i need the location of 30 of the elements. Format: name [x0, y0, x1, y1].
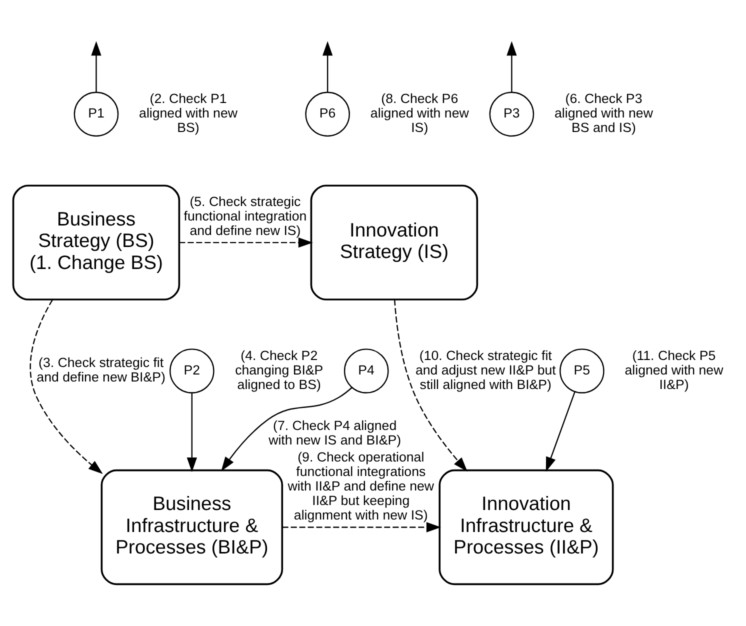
node-label: (2. Check P1 aligned with new BS) — [139, 91, 238, 136]
arrow — [186, 392, 197, 472]
edge-label: (3. Check strategic fit and define new BI&P) — [36, 355, 166, 385]
arrow — [506, 41, 517, 92]
arrow — [394, 300, 468, 472]
edge-label: (5. Check strategic functional integration and define new IS) — [184, 194, 307, 238]
node-circle: P3 — [489, 92, 534, 137]
edge-label: (9. Check operational functional integrations with II&P and define new II&P but keeping alignment with new IS) — [288, 450, 434, 523]
node-box: Business Strategy (BS) (1. Change BS) — [12, 184, 180, 300]
edge-label: (7. Check P4 aligned with new IS and BI&P) — [268, 418, 402, 448]
arrow — [179, 237, 313, 248]
arrow — [91, 41, 102, 92]
arrow — [322, 41, 333, 92]
arrow — [546, 391, 576, 472]
node-circle: P6 — [305, 92, 350, 137]
node-box: Innovation Infrastructure & Processes (II&P) — [438, 469, 614, 586]
node-circle: P4 — [344, 348, 389, 394]
arrow — [221, 387, 352, 472]
arrow — [282, 522, 441, 532]
node-label: (6. Check P3 aligned with new BS and IS) — [554, 91, 653, 136]
node-box: Innovation Strategy (IS) — [310, 184, 478, 300]
node-circle: P5 — [560, 348, 604, 394]
node-circle: P1 — [74, 92, 119, 137]
node-label: (4. Check P2 changing BI&P aligned to BS) — [235, 348, 324, 392]
node-box: Business Infrastructure & Processes (BI&P) — [100, 469, 284, 586]
node-label: (8. Check P6 aligned with new IS) — [370, 91, 469, 136]
node-label: (11. Check P5 aligned with new II&P) — [624, 348, 724, 392]
arrow — [30, 299, 103, 474]
node-circle: P2 — [170, 348, 214, 394]
edge-label: (10. Check strategic fit and adjust new II&P but still aligned with BI&P) — [415, 348, 556, 392]
